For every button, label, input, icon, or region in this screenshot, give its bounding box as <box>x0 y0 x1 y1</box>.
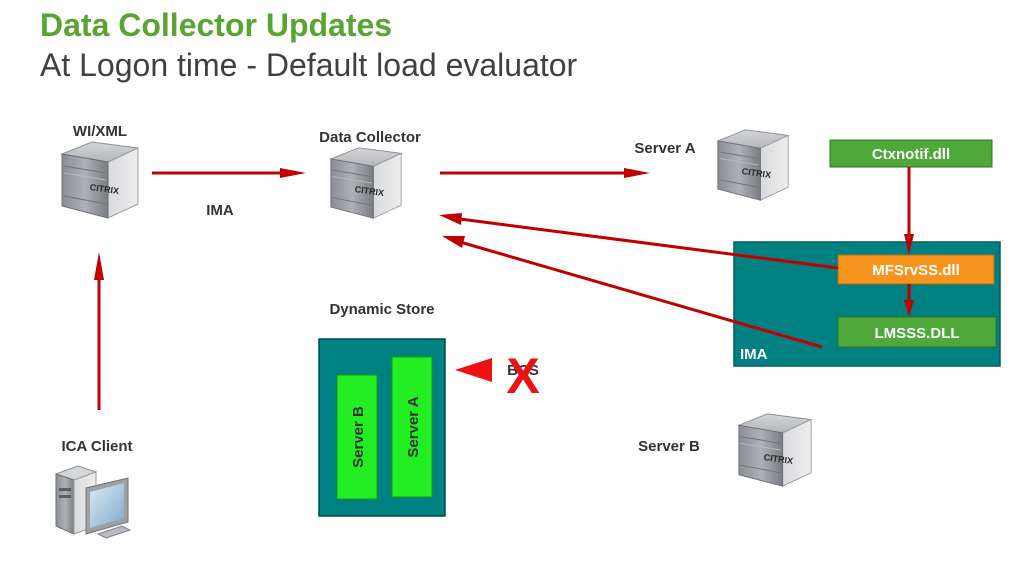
arrow-mfsrvss-to-collector <box>459 217 839 270</box>
store-entry-server-b <box>336 374 378 500</box>
data-collector-server-icon: CITRIX <box>330 147 402 219</box>
server-b-icon: CITRIX <box>738 413 812 487</box>
x-mark: X <box>506 348 539 404</box>
server-logo: CITRIX <box>763 452 794 466</box>
store-entry-server-a-label: Server A <box>405 396 422 457</box>
lmsss-box <box>837 316 997 348</box>
mfsrvss-box <box>837 254 995 285</box>
ctxnotif-label: Ctxnotif.dll <box>872 146 950 163</box>
arrow-ctxnotif-to-mfsrvss-head <box>904 234 914 255</box>
arrow-bcs-to-store <box>455 358 492 382</box>
arrow-mfsrvss-to-collector-head <box>439 213 462 225</box>
server-a-icon: CITRIX <box>717 129 789 201</box>
wi-xml-server-icon: CITRIX <box>61 141 139 219</box>
server-a-label: Server A <box>634 140 695 157</box>
dynamic-store-label: Dynamic Store <box>329 301 434 318</box>
ctxnotif-box <box>829 139 993 168</box>
page-title: Data Collector Updates <box>40 7 393 43</box>
wi-xml-label: WI/XML <box>73 123 127 140</box>
arrow-lmsss-to-collector <box>459 240 823 349</box>
ica-client-label: ICA Client <box>61 438 132 455</box>
arrow-mfsrvss-to-lmsss-head <box>904 300 914 317</box>
server-logo: CITRIX <box>354 184 385 198</box>
ima-box-label: IMA <box>740 346 768 363</box>
lmsss-label: LMSSS.DLL <box>875 325 960 342</box>
server-logo: CITRIX <box>89 182 120 196</box>
store-entry-server-a <box>391 356 433 498</box>
arrow-collector-to-server-a-head <box>624 168 650 178</box>
server-logo: CITRIX <box>741 166 772 180</box>
flow-arrows <box>94 167 914 410</box>
bcs-label: BCS <box>507 362 539 379</box>
page-subtitle: At Logon time - Default load evaluator <box>40 47 578 83</box>
server-b-label: Server B <box>638 438 700 455</box>
ima-link-label: IMA <box>206 202 234 219</box>
data-collector-label: Data Collector <box>319 129 421 146</box>
mfsrvss-label: MFSrvSS.dll <box>872 262 960 279</box>
computer-icon <box>54 465 132 539</box>
arrow-client-to-wixml-head <box>94 252 104 280</box>
arrow-lmsss-to-collector-head <box>442 236 465 248</box>
arrow-wixml-to-collector-head <box>280 168 306 178</box>
store-entry-server-b-label: Server B <box>350 406 367 468</box>
